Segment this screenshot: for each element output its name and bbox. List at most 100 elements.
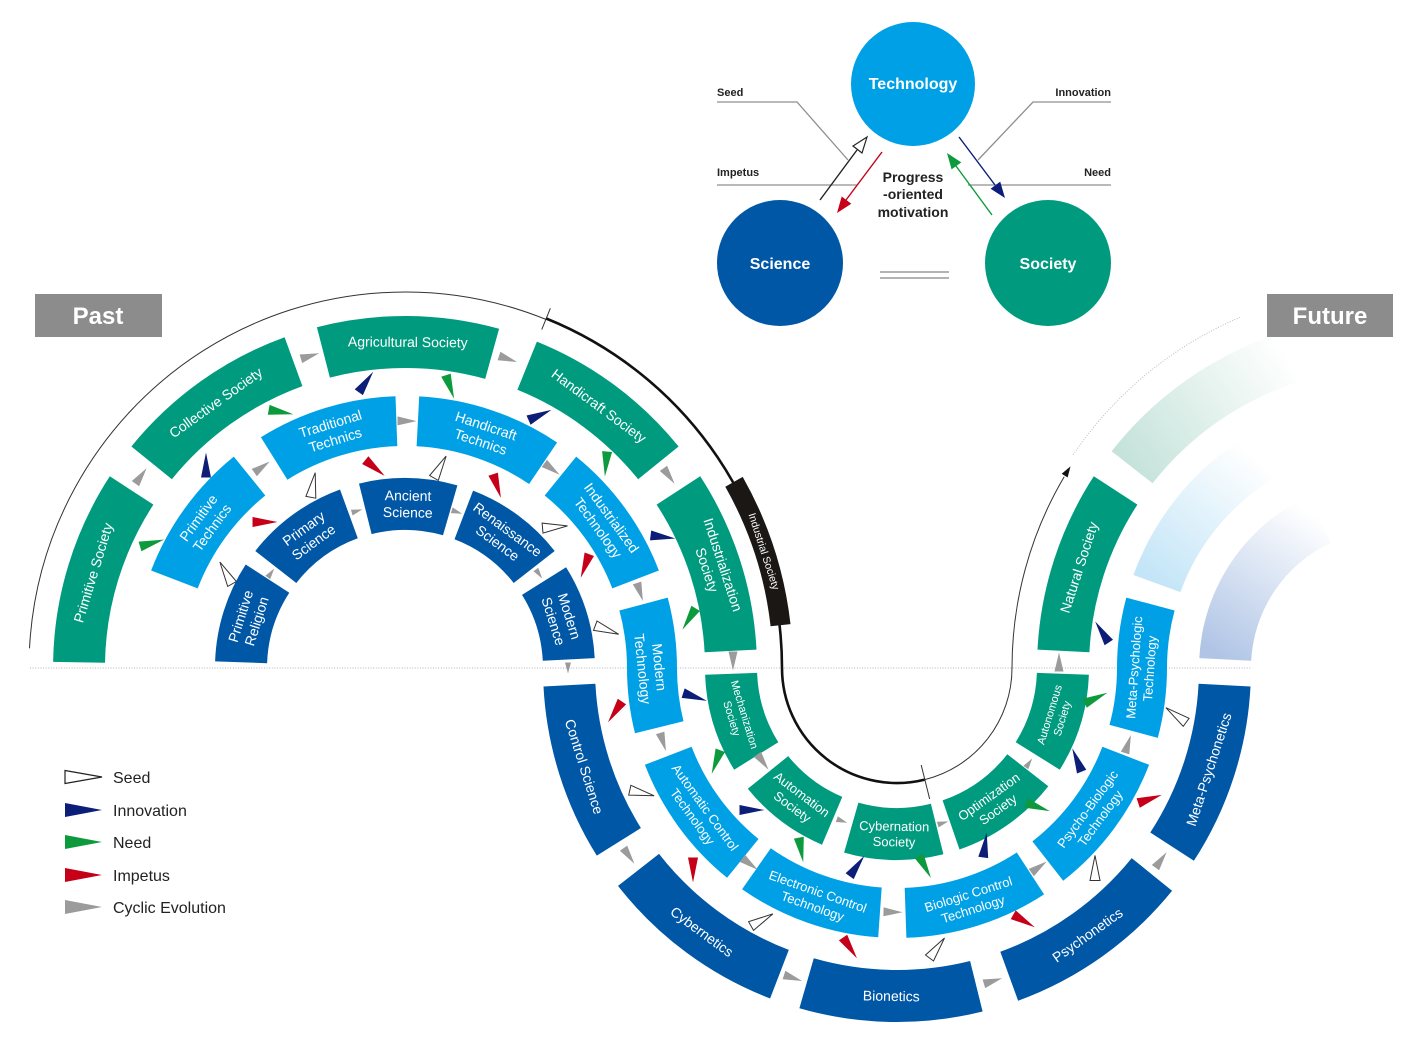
science-segment-shape [799, 958, 983, 1023]
society-segment-shape [747, 756, 843, 845]
impetus-arrow-icon [1136, 794, 1162, 808]
impetus-arrow-icon [362, 456, 385, 476]
segment-natural-society: Natural Society [1037, 476, 1138, 653]
impetus-arrow-icon [608, 698, 627, 723]
innovation-arrow-icon [650, 530, 676, 541]
segment-label: ModernTechnology [631, 631, 671, 705]
segment-renaissance-science: RenaissanceScience [454, 490, 555, 583]
cyclic-arrow-icon [251, 461, 270, 477]
innovation-arrow-icon [739, 805, 765, 815]
cyclic-arrow-icon [397, 416, 417, 426]
legend: Seed Innovation Need Impetus Cyclic Evol… [64, 769, 226, 917]
segment-meta-psychonetics: Meta-Psychonetics [1150, 683, 1251, 861]
technology-node [851, 22, 975, 146]
segment-label-line: Technology [1140, 635, 1160, 702]
society-segment-shape [942, 754, 1049, 850]
era-future: Future [1267, 294, 1393, 337]
seed-arrow-icon [219, 561, 238, 588]
seed-flow-label: Seed [717, 87, 743, 99]
impetus-flow-label: Impetus [717, 167, 759, 179]
past-label: Past [73, 303, 124, 330]
society-segment-shape [517, 341, 679, 480]
segment-label-line: Ancient [385, 487, 432, 504]
cyclic-arrow-icon [131, 468, 147, 487]
need-arrow-icon [267, 404, 294, 415]
past-timeline-line [29, 291, 547, 649]
legend-label-impetus: Impetus [113, 868, 170, 885]
innovation-arrow-icon [354, 371, 374, 396]
segment-industrialized-technology: IndustrializedTechnology [544, 456, 659, 589]
legend-item-impetus: Impetus [65, 868, 170, 885]
seed-flow-arrow [819, 135, 869, 201]
segment-label-line: Society [873, 834, 916, 850]
motivation-diagram: Seed Innovation Impetus Need Technology … [717, 22, 1111, 326]
legend-item-cyclic-evolution: Cyclic Evolution [65, 900, 226, 917]
segment-primitive-society: Primitive Society [53, 476, 154, 663]
cyclic-arrow-icon [1054, 652, 1064, 672]
segment-ancient-science: AncientScience [359, 477, 458, 536]
technology-node-label: Technology [869, 76, 958, 93]
equivalence-sign [880, 271, 949, 279]
innovation-leader-line [977, 101, 1111, 161]
need-flow-arrow [947, 153, 993, 216]
technology-segment-shape [742, 848, 882, 938]
technology-segment-shape [260, 396, 398, 480]
cyclic-arrow-icon [450, 507, 463, 514]
need-arrow-icon [793, 836, 804, 863]
society-node-label: Society [1020, 256, 1077, 273]
future-faded-segments [1111, 333, 1331, 661]
innovation-flow-label: Innovation [1055, 87, 1111, 99]
segment-automation-society: AutomationSociety [747, 756, 843, 845]
society-segment-shape [656, 476, 757, 653]
segment-control-science: Control Science [543, 683, 641, 856]
cyclic-arrow-icon [1023, 758, 1033, 770]
science-node-label: Science [750, 256, 811, 273]
science-segment-shape [618, 853, 789, 999]
future-dotted-line [1072, 316, 1241, 456]
segment-modern-technology: ModernTechnology [619, 597, 684, 734]
science-segment-shape [1150, 683, 1251, 861]
innovation-arrow-icon [1072, 748, 1087, 774]
impetus-arrow-icon [252, 517, 278, 527]
timeline-arrowhead-icon [1061, 466, 1071, 478]
cyclic-arrow-icon [655, 731, 666, 752]
need-arrow-icon [914, 853, 931, 878]
future-box [1267, 294, 1393, 337]
seed-arrow-icon [1165, 707, 1190, 728]
innovation-arrow-icon [526, 409, 552, 425]
impetus-arrow-icon [580, 552, 594, 578]
seed-arrow-icon [428, 455, 447, 482]
technology-segment-shape [416, 396, 558, 484]
impetus-arrow-icon [488, 472, 501, 498]
center-text-line-1: Progress [883, 169, 944, 185]
society-segment-shape [316, 315, 500, 379]
innovation-arrow-icon [681, 688, 707, 701]
cyclic-arrow-icon [619, 845, 635, 864]
innovation-arrow-icon [1095, 621, 1113, 646]
innovation-arrow-icon [978, 832, 989, 859]
need-arrow-icon [682, 605, 700, 630]
impetus-arrow-icon [65, 868, 102, 882]
seed-arrow-icon [628, 784, 655, 797]
center-text-line-3: motivation [878, 204, 949, 220]
segment-label-line: Meta-Psychologic [1123, 615, 1145, 719]
cyclic-arrow-icon [782, 970, 802, 981]
technology-segment-shape [1032, 746, 1150, 881]
need-arrow-icon [441, 373, 455, 399]
future-timeline-line [924, 476, 1065, 781]
innovation-arrow-icon [845, 855, 865, 880]
innovation-arrow-icon [65, 803, 102, 817]
impetus-flow-arrow [837, 151, 883, 213]
need-arrow-icon [602, 451, 613, 477]
segment-mechanization-society: MechanizationSociety [705, 672, 779, 770]
segment-traditional-technics: TraditionalTechnics [260, 396, 398, 480]
seed-arrow-icon [64, 769, 103, 785]
technology-segment-shape [151, 456, 266, 589]
cyclic-arrow-icon [753, 751, 769, 770]
segment-label-line: Agricultural Society [348, 333, 468, 350]
cyclic-arrow-icon [835, 816, 848, 823]
society-segment-shape [705, 672, 779, 770]
cyclic-arrow-icon [982, 978, 1003, 989]
